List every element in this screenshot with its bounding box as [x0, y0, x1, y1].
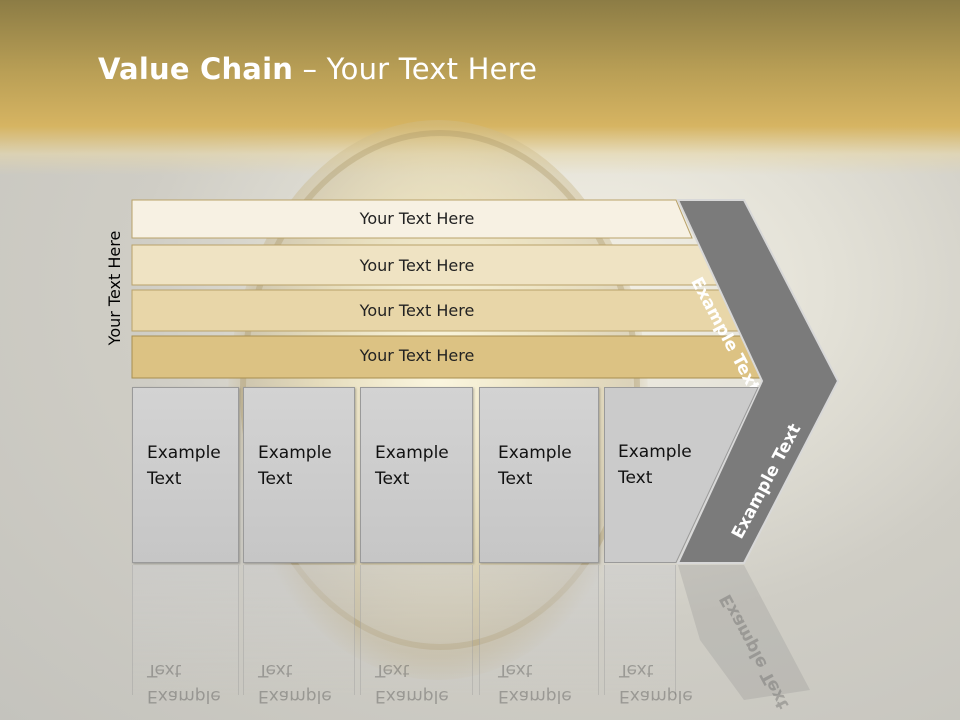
box-4-line1: Example: [498, 443, 572, 463]
box-1-reflection: Example Text: [132, 565, 239, 706]
stripe-2-label: Your Text Here: [359, 256, 475, 275]
box-1-reflection-text: Example Text: [147, 657, 221, 709]
activity-box-5[interactable]: [604, 387, 764, 565]
stripe-1-label: Your Text Here: [359, 209, 475, 228]
box-5-refl-line1: Example: [619, 686, 693, 706]
box-4-line2: Text: [498, 469, 533, 489]
slide-title-bold: Value Chain: [98, 52, 294, 86]
stripe-1-shape: [131, 199, 693, 239]
box-3-refl-line1: Example: [375, 686, 449, 706]
stripe-4-label: Your Text Here: [359, 346, 475, 365]
box-2-line2: Text: [258, 469, 293, 489]
slide-title-rest: – Your Text Here: [293, 52, 538, 86]
box-2-refl-line1: Example: [258, 686, 332, 706]
box-3-line2: Text: [375, 469, 410, 489]
box-3-reflection: Example Text: [360, 565, 473, 706]
box-5-line1: Example: [618, 442, 692, 462]
box-2-reflection: Example Text: [243, 565, 355, 706]
box-3-refl-line2: Text: [375, 660, 410, 680]
box-4-refl-line1: Example: [498, 686, 572, 706]
chevron-shape: [676, 199, 840, 564]
box-3-line1: Example: [375, 443, 449, 463]
box-4-reflection: Example Text: [479, 565, 599, 706]
box-4-reflection-text: Example Text: [498, 657, 572, 709]
activity-box-5-shape: [604, 387, 759, 563]
box-2-refl-line2: Text: [258, 660, 293, 680]
stripe-1[interactable]: [131, 199, 693, 239]
box-5-line2: Text: [618, 468, 653, 488]
stripe-3-label: Your Text Here: [359, 301, 475, 320]
box-1-line2: Text: [147, 469, 182, 489]
box-1-line1: Example: [147, 443, 221, 463]
box-1-refl-line1: Example: [147, 686, 221, 706]
box-5-refl-line2: Text: [619, 660, 654, 680]
box-4-refl-line2: Text: [498, 660, 533, 680]
chevron-reflection: [678, 565, 810, 700]
box-2-reflection-text: Example Text: [258, 657, 332, 709]
box-5-reflection-text: Example Text: [619, 657, 693, 709]
box-2-line1: Example: [258, 443, 332, 463]
box-1-refl-line2: Text: [147, 660, 182, 680]
box-3-reflection-text: Example Text: [375, 657, 449, 709]
slide-title: Value Chain – Your Text Here: [98, 52, 537, 86]
box-5-reflection: Example Text: [604, 565, 693, 706]
